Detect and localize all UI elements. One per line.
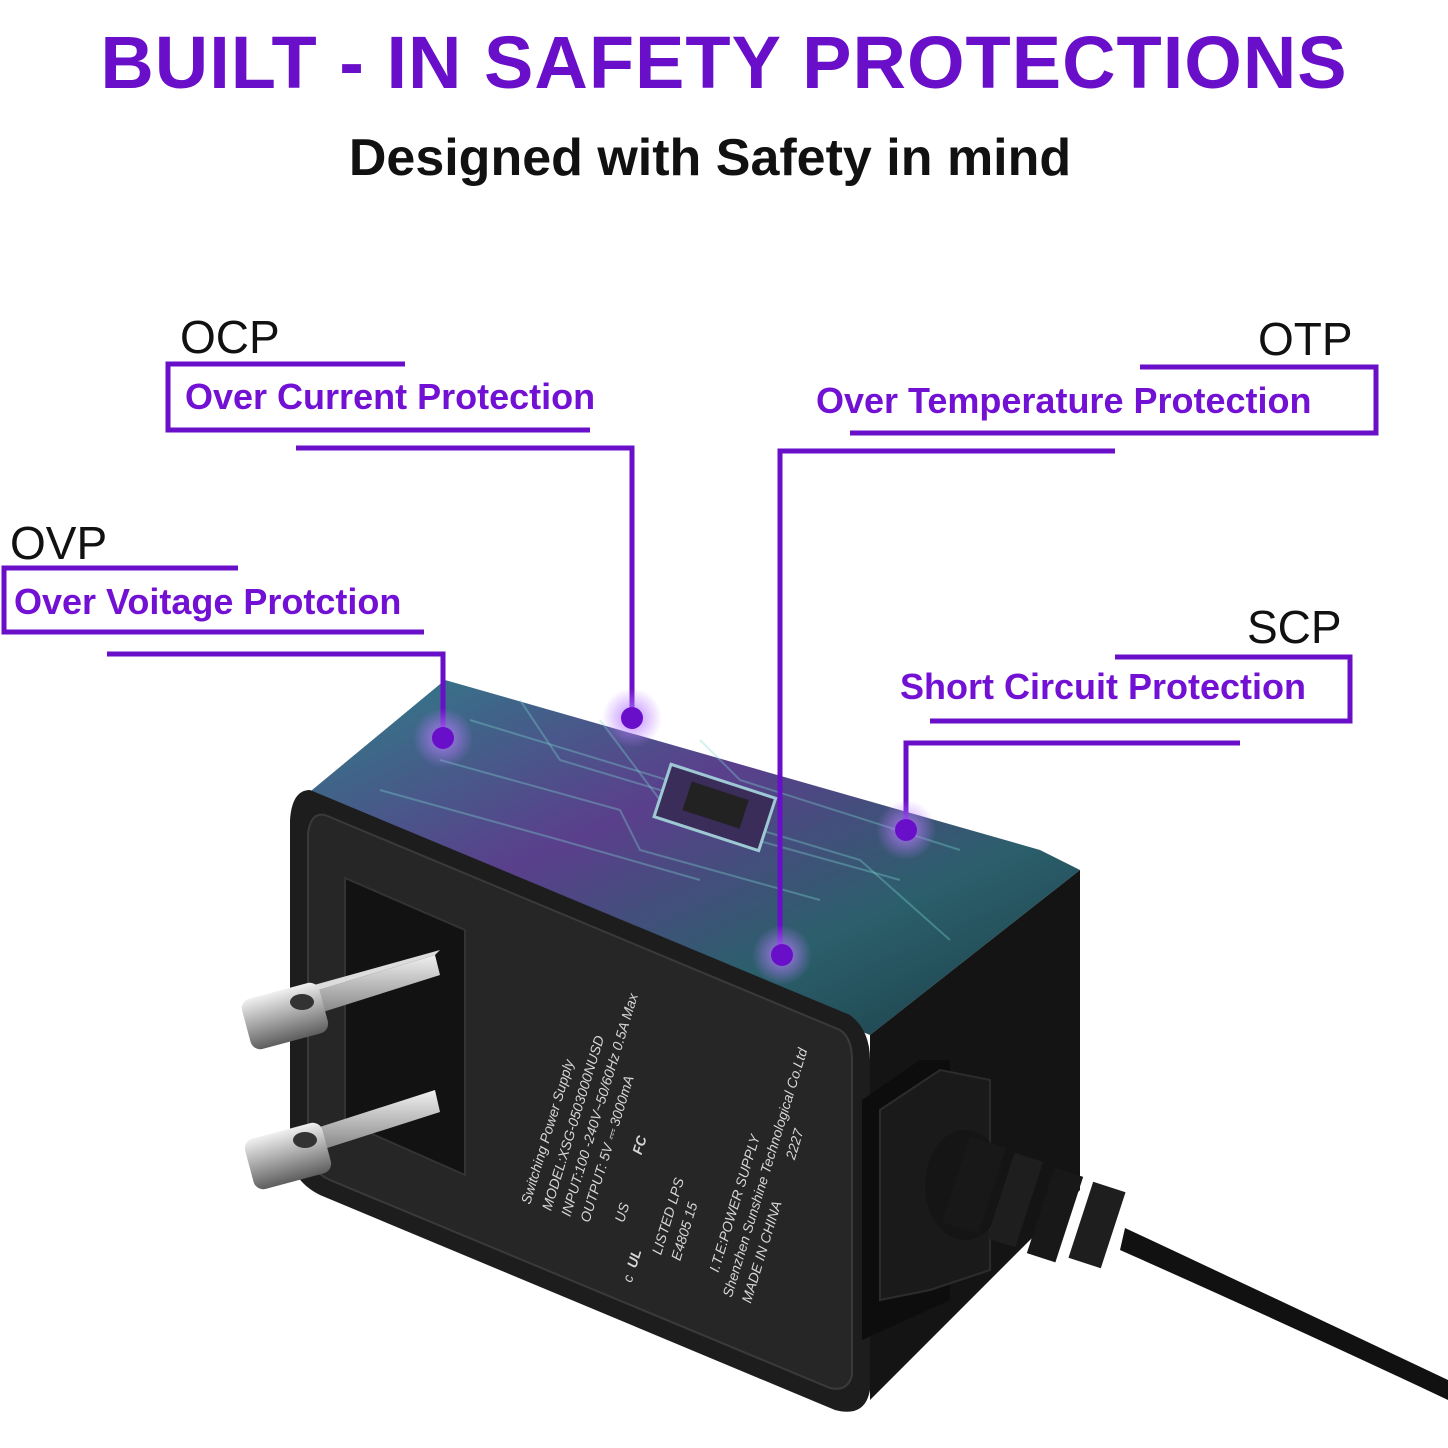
scp-point-icon <box>895 819 917 841</box>
power-cord <box>925 1130 1448 1400</box>
scp-abbreviation: SCP <box>1247 601 1342 653</box>
plug-prongs <box>241 950 440 1190</box>
page-title: BUILT - IN SAFETY PROTECTIONS <box>100 21 1348 104</box>
ocp-abbreviation: OCP <box>180 311 280 363</box>
otp-label: Over Temperature Protection <box>816 380 1312 421</box>
ocp-label: Over Current Protection <box>185 376 596 417</box>
ovp-label: Over Voitage Protction <box>14 581 402 622</box>
ocp-point-icon <box>621 707 643 729</box>
fcc-logo: FC <box>629 1133 650 1156</box>
ovp-abbreviation: OVP <box>10 517 108 569</box>
circuit-board-top-face <box>300 680 1080 1035</box>
us-mark: US <box>611 1200 632 1224</box>
ul-logo: UL <box>624 1247 645 1270</box>
ovp-point-icon <box>432 727 454 749</box>
otp-point-icon <box>771 944 793 966</box>
callout-dots <box>413 688 936 985</box>
c-mark: c <box>619 1273 636 1284</box>
page-subtitle: Designed with Safety in mind <box>348 129 1072 187</box>
scp-label: Short Circuit Protection <box>900 666 1307 707</box>
otp-abbreviation: OTP <box>1258 313 1353 365</box>
